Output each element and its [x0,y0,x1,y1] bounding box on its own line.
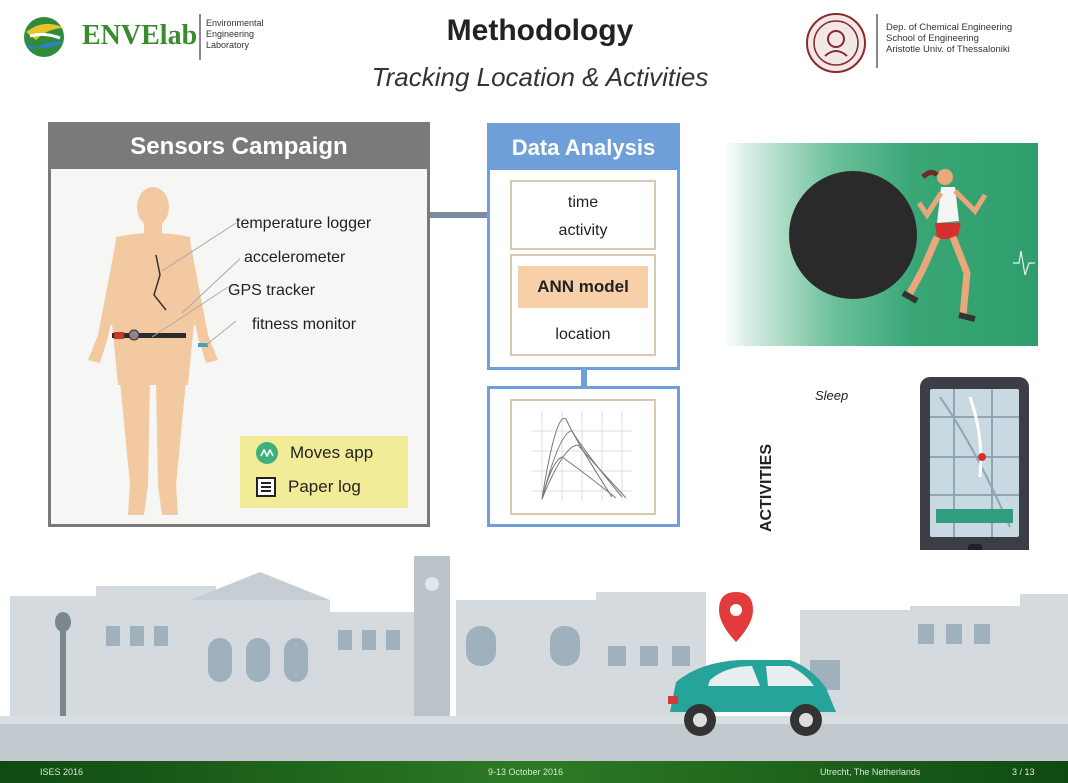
lab-description: Environmental Engineering Laboratory [206,18,264,51]
dept-line: School of Engineering [886,33,979,44]
time-activity-box: time activity [510,180,656,250]
phone-map-illustration [920,377,1029,567]
logo-divider [199,14,201,60]
lab-logo [14,14,74,60]
footer-page-number: 3 / 13 [1012,767,1035,777]
footer-location: Utrecht, The Netherlands [820,767,921,777]
university-seal [805,12,867,74]
distribution-graph-panel [487,386,680,527]
city-street-illustration [0,550,1068,761]
paper-log-icon [256,477,276,497]
distribution-curves-graphic [532,411,632,501]
dept-line: Aristotle Univ. of Thessaloniki [886,44,1010,55]
footer-bar: ISES 2016 9-13 October 2016 Utrecht, The… [0,761,1068,783]
label-fitness-monitor: fitness monitor [252,316,357,333]
activities-label: ACTIVITIES [758,443,775,532]
location-label: location [555,326,611,343]
lab-desc-line: Laboratory [206,40,250,50]
connector-horizontal [430,212,487,218]
data-analysis-title: Data Analysis [490,126,677,170]
lab-desc-line: Engineering [206,29,255,39]
seal-divider [876,14,878,68]
moves-app-row: Moves app [240,436,408,470]
label-temperature-logger: temperature logger [236,215,372,232]
page-title: Methodology [446,14,634,47]
ann-model-label: ANN model [518,266,648,308]
page-subtitle: Tracking Location & Activities [371,62,709,92]
sleep-label: Sleep [815,388,849,403]
sensors-panel: Sensors Campaign [48,122,430,527]
department-info: Dep. of Chemical Engineering School of E… [886,22,1012,55]
lab-desc-line: Environmental [206,18,264,28]
paper-log-label: Paper log [288,477,361,496]
runner-figure [901,169,988,322]
sensors-title: Sensors Campaign [51,125,427,169]
model-location-box: ANN model location [510,254,656,356]
lab-name: ENVElab [82,20,198,51]
moves-app-label: Moves app [290,443,374,462]
footer-dates: 9-13 October 2016 [488,767,564,777]
moves-app-icon [256,442,278,464]
dept-line: Dep. of Chemical Engineering [886,22,1013,33]
label-gps-tracker: GPS tracker [228,282,316,299]
footer-conference: ISES 2016 [40,767,84,777]
activity-label: activity [558,222,608,239]
paper-log-row: Paper log [240,470,408,504]
graph-frame [510,399,656,515]
time-label: time [567,194,599,211]
runner-illustration [723,143,1038,346]
human-figure [78,185,228,520]
label-accelerometer: accelerometer [244,249,346,266]
connector-vertical [581,370,587,386]
apps-box: Moves app Paper log [240,436,408,508]
sensor-leader-lines [151,222,240,345]
